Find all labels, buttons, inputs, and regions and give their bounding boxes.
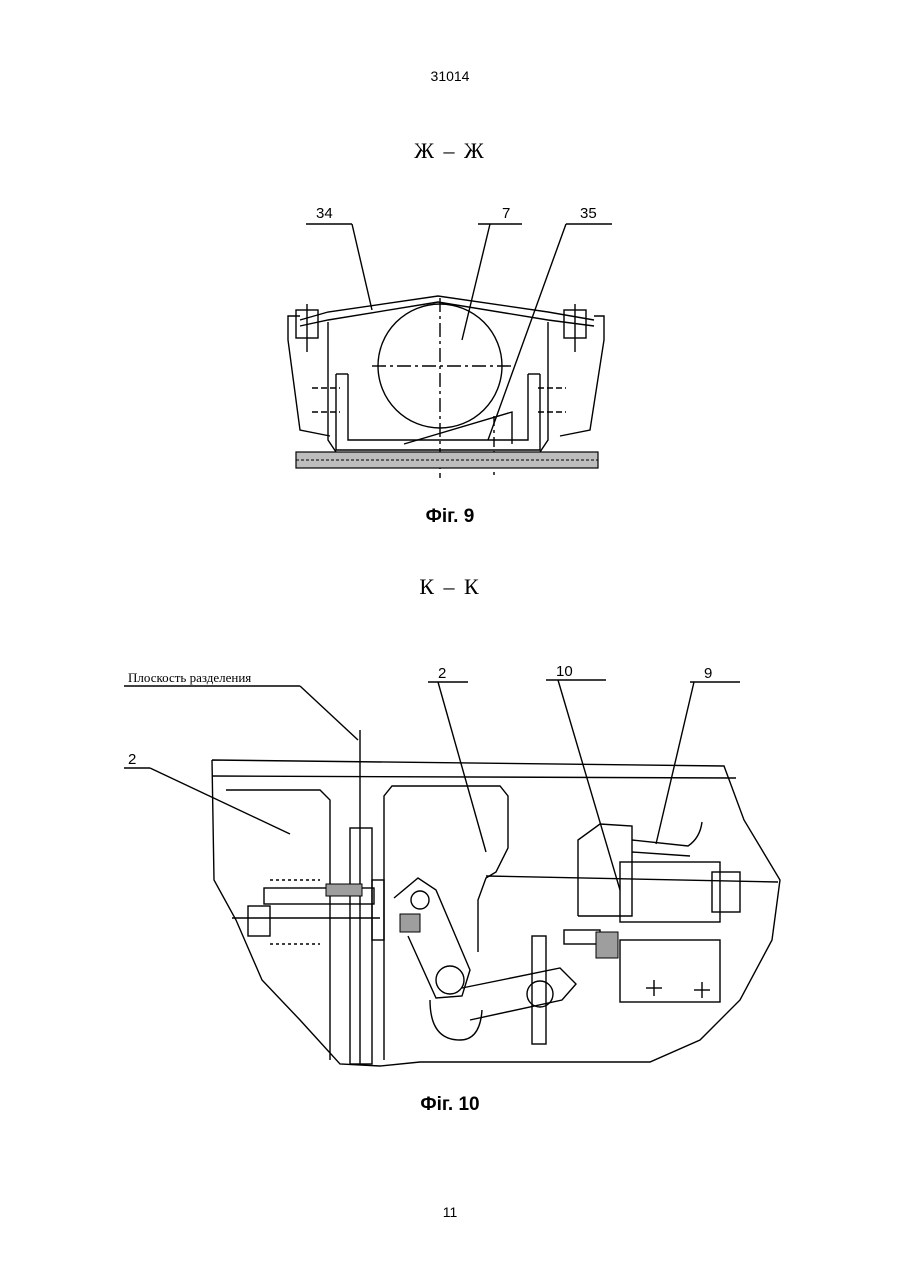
fig10-plane-label: Плоскость разделения xyxy=(128,670,251,685)
fig10-callout-2a: 2 xyxy=(128,751,136,768)
fig10-link-joint xyxy=(527,981,553,1007)
fig10-callout-10: 10 xyxy=(556,663,573,680)
fig10-caption: Фіг. 10 xyxy=(0,1094,900,1116)
fig10-section-hatch-1 xyxy=(326,884,362,896)
fig10-bolt-head xyxy=(248,906,270,936)
fig10-mount-bolt xyxy=(564,930,600,944)
fig10-callout-9: 9 xyxy=(704,665,712,682)
fig10-lever-pivot xyxy=(411,891,429,909)
page-number: 11 xyxy=(0,1204,900,1220)
fig10-lever xyxy=(394,878,470,998)
fig10-flange-left xyxy=(350,828,372,1064)
fig10-motor-end xyxy=(712,872,740,912)
fig10-mount-bracket xyxy=(620,940,720,1002)
fig10-cable-9 xyxy=(632,822,702,846)
fig10-section-hatch-2 xyxy=(400,914,420,932)
fig10-lever-joint xyxy=(436,966,464,994)
fig10-housing-outline xyxy=(212,760,780,1066)
fig10-left-casting xyxy=(226,790,330,1060)
fig10-leader-2b xyxy=(438,682,486,852)
fig10-motor-body xyxy=(620,862,720,922)
fig10-plane-leader xyxy=(300,686,358,740)
fig10-leader-9 xyxy=(656,682,694,844)
fig10-lever-hook xyxy=(430,1000,482,1040)
fig10-leader-10 xyxy=(558,680,620,890)
fig10-cable-9-second xyxy=(632,852,690,856)
fig10-housing-top-line xyxy=(212,776,736,778)
fig10-leader-2a xyxy=(150,768,290,834)
fig10-section-hatch-3 xyxy=(596,932,618,958)
fig10-callout-2b: 2 xyxy=(438,665,446,682)
fig10-link-rod xyxy=(462,968,576,1020)
fig10-vertical-rod xyxy=(532,936,546,1044)
